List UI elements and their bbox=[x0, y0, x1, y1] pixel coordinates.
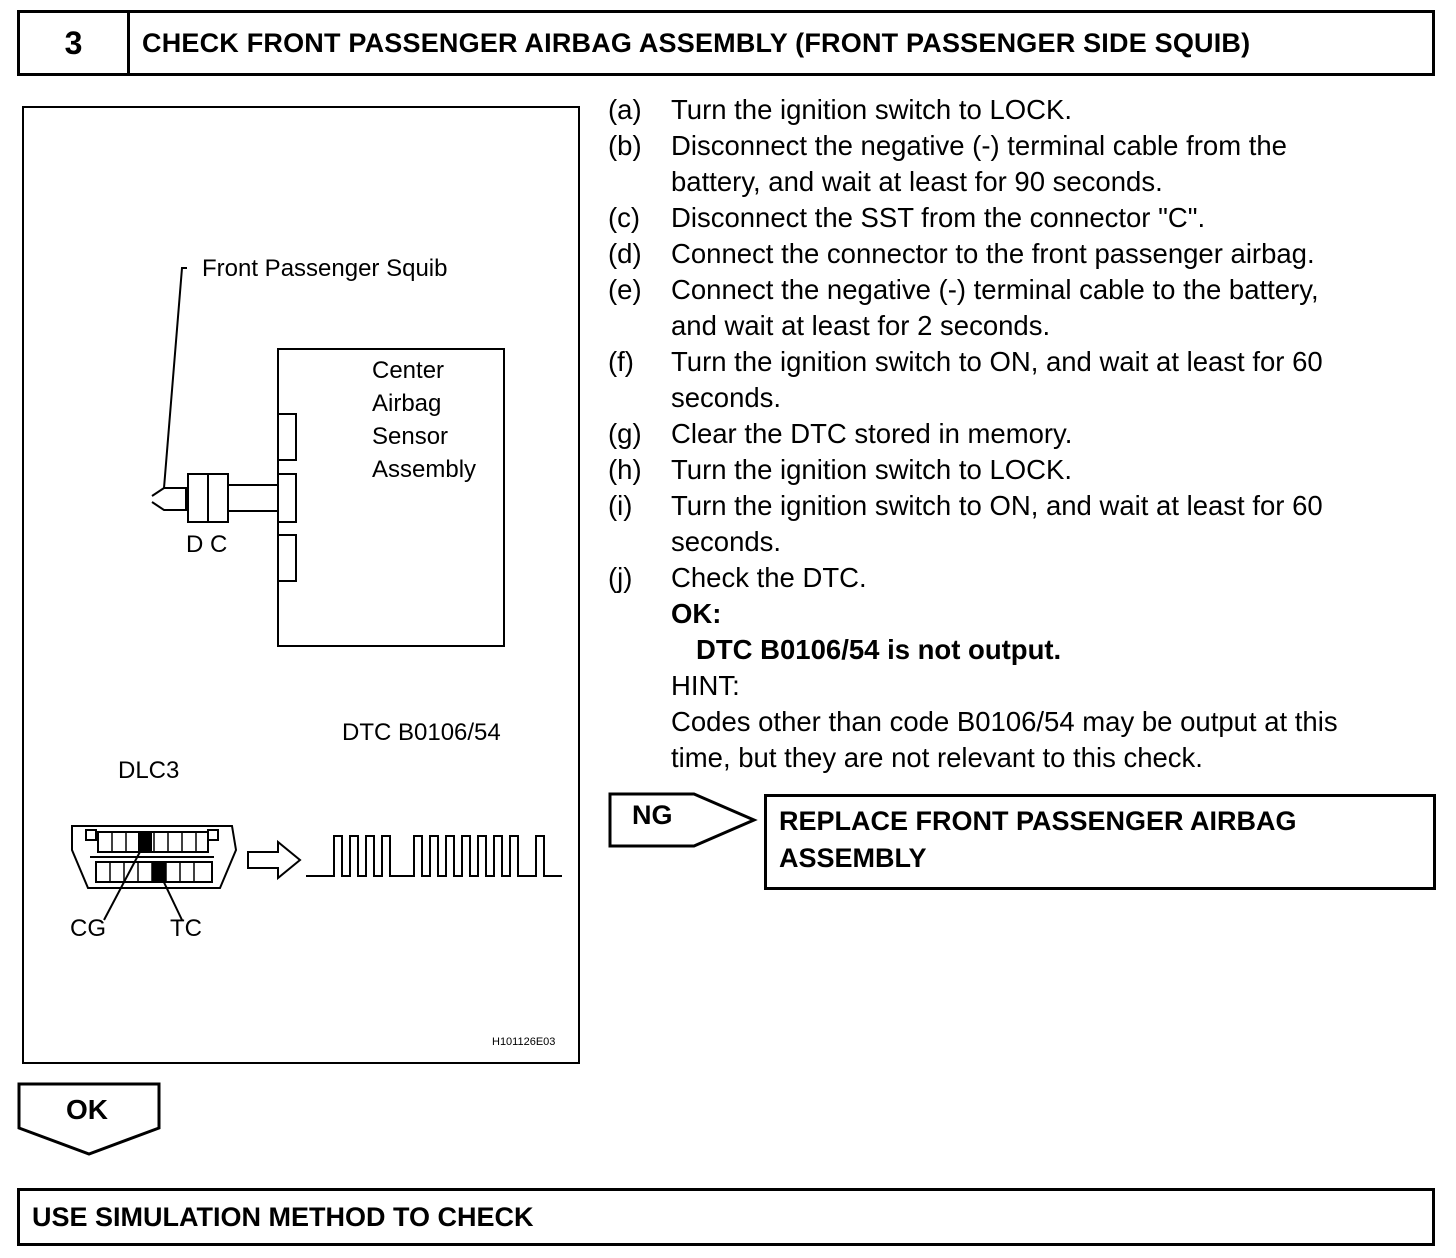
tc-label: TC bbox=[170, 915, 202, 942]
sensor-connector-3 bbox=[277, 534, 297, 582]
step-f: (f) Turn the ignition switch to ON, and … bbox=[608, 346, 1323, 413]
step-number: 3 bbox=[20, 13, 130, 73]
procedure-steps: (a) Turn the ignition switch to LOCK. (b… bbox=[608, 92, 1438, 776]
cg-terminal bbox=[138, 832, 152, 852]
dtc-pulse-waveform bbox=[306, 835, 562, 877]
figure-code: H101126E03 bbox=[492, 1036, 556, 1048]
ok-action: USE SIMULATION METHOD TO CHECK bbox=[32, 1201, 534, 1232]
sensor-label-line-1: Center bbox=[372, 357, 445, 384]
sensor-label-line-2: Airbag bbox=[372, 390, 442, 417]
ok-tag-shape bbox=[17, 1082, 161, 1156]
step-c: (c) Disconnect the SST from the connecto… bbox=[608, 202, 1206, 233]
squib-leader-line bbox=[163, 267, 187, 489]
hint-label: HINT: bbox=[671, 670, 740, 701]
sensor-connector-2 bbox=[277, 473, 297, 523]
tc-terminal bbox=[152, 862, 166, 882]
ng-action-line-1: REPLACE FRONT PASSENGER AIRBAG bbox=[779, 806, 1297, 836]
squib-connector bbox=[151, 487, 187, 511]
ng-action-line-2: ASSEMBLY bbox=[779, 843, 927, 873]
ok-label: OK: bbox=[671, 598, 722, 629]
wiring-illustration: Front Passenger Squib Center Airbag Sens… bbox=[22, 106, 580, 1064]
step-a: (a) Turn the ignition switch to LOCK. bbox=[608, 94, 1072, 125]
dtc-label: DTC B0106/54 bbox=[342, 719, 501, 746]
step-g: (g) Clear the DTC stored in memory. bbox=[608, 418, 1073, 449]
dc-label: D C bbox=[186, 531, 228, 558]
step-e: (e) Connect the negative (-) terminal ca… bbox=[608, 274, 1319, 341]
squib-label: Front Passenger Squib bbox=[202, 255, 448, 282]
sensor-label-line-4: Assembly bbox=[372, 456, 477, 483]
ng-tag-shape bbox=[608, 792, 758, 848]
dlc3-connector bbox=[71, 825, 238, 889]
ok-specification: DTC B0106/54 is not output. bbox=[696, 634, 1062, 665]
cg-leader-line bbox=[103, 847, 143, 921]
hint-line-1: Codes other than code B0106/54 may be ou… bbox=[671, 706, 1338, 737]
step-b: (b) Disconnect the negative (-) terminal… bbox=[608, 130, 1287, 197]
ok-action-box: USE SIMULATION METHOD TO CHECK bbox=[17, 1188, 1435, 1246]
sensor-label-line-3: Sensor bbox=[372, 423, 449, 450]
ng-action-box: REPLACE FRONT PASSENGER AIRBAG ASSEMBLY bbox=[764, 794, 1436, 890]
step-d: (d) Connect the connector to the front p… bbox=[608, 238, 1315, 269]
ok-tag: OK bbox=[66, 1094, 108, 1125]
step-j: (j) Check the DTC. bbox=[608, 562, 867, 593]
step-h: (h) Turn the ignition switch to LOCK. bbox=[608, 454, 1072, 485]
signal-arrow bbox=[247, 839, 302, 881]
illustration-drawing bbox=[71, 267, 562, 921]
step-header: 3 CHECK FRONT PASSENGER AIRBAG ASSEMBLY … bbox=[17, 10, 1435, 76]
dlc3-label: DLC3 bbox=[118, 757, 180, 784]
hint-line-2: time, but they are not relevant to this … bbox=[671, 742, 1203, 773]
step-i: (i) Turn the ignition switch to ON, and … bbox=[608, 490, 1323, 557]
cg-label: CG bbox=[70, 915, 106, 942]
ng-tag: NG bbox=[632, 800, 673, 830]
sensor-connector-1 bbox=[277, 413, 297, 461]
step-title: CHECK FRONT PASSENGER AIRBAG ASSEMBLY (F… bbox=[142, 27, 1251, 58]
